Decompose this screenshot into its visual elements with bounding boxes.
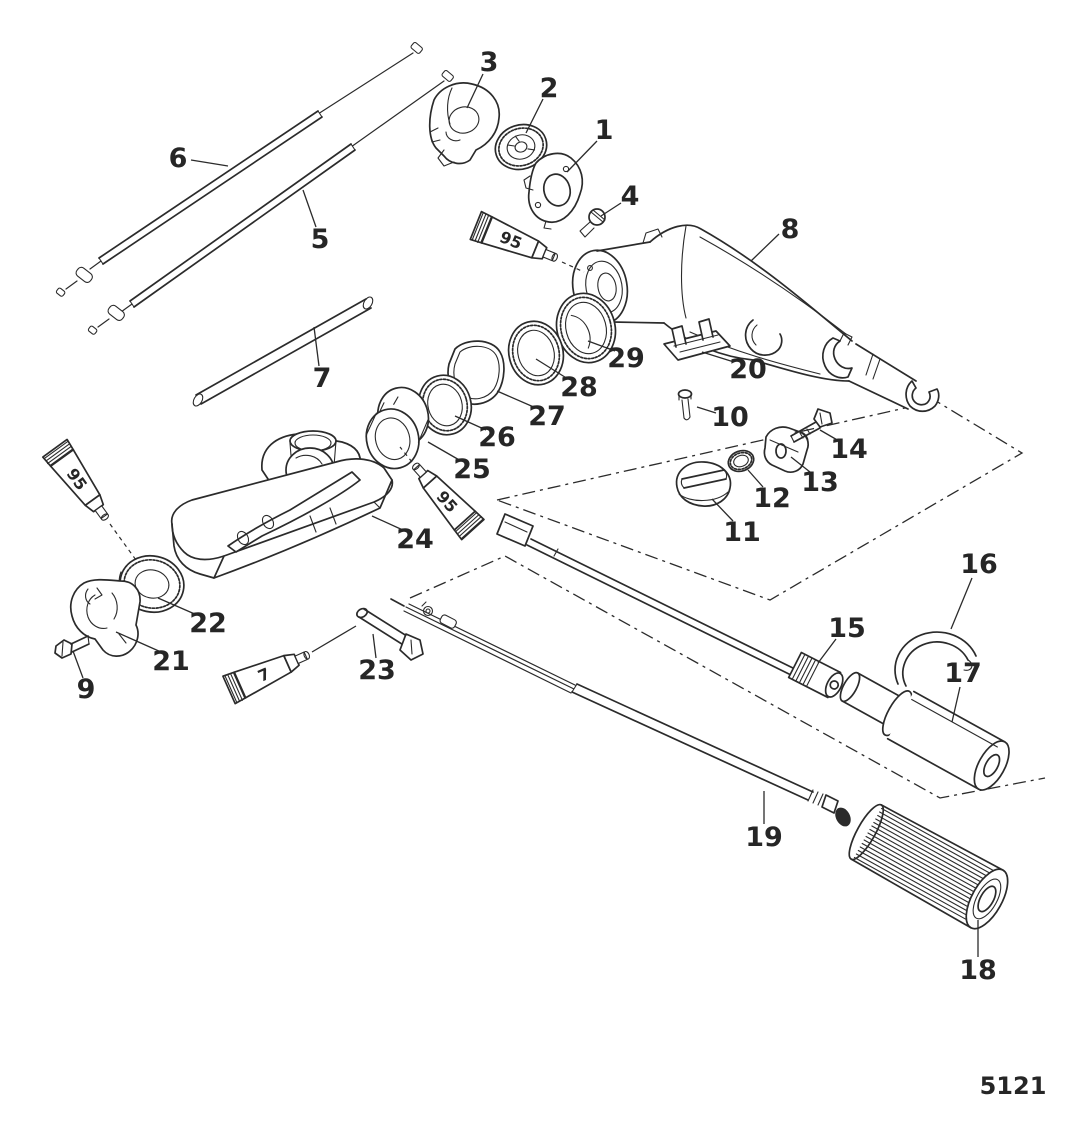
leader-3	[466, 73, 484, 109]
part-4-screw	[579, 208, 606, 238]
callout-part-22: 22	[189, 608, 227, 639]
part-15-rod	[496, 513, 844, 699]
leader-27	[496, 390, 537, 409]
part-14-bolt	[790, 408, 833, 443]
leader-13	[790, 456, 811, 473]
leader-20	[701, 351, 735, 363]
leader-9	[72, 650, 84, 679]
callout-part-19: 19	[745, 822, 783, 853]
leader-14	[819, 429, 840, 442]
part-6-cable	[55, 41, 423, 297]
callout-part-24: 24	[396, 524, 434, 555]
callout-part-26: 26	[478, 422, 516, 453]
part-21-clip-bracket	[69, 578, 141, 657]
lubricant-tube-95-left: 95	[41, 438, 137, 561]
leader-10	[696, 406, 717, 414]
leader-1	[566, 140, 598, 173]
part-17-sleeve	[839, 671, 1010, 791]
callout-part-3: 3	[480, 47, 499, 78]
leader-16	[950, 577, 973, 630]
callout-part-25: 25	[453, 454, 491, 485]
part-11-knob	[675, 461, 732, 507]
leader-25	[427, 441, 462, 462]
callout-part-17: 17	[944, 658, 982, 689]
callout-part-11: 11	[723, 517, 761, 548]
part-16-clip	[894, 631, 977, 687]
drawing-number: 5121	[980, 1072, 1047, 1100]
part-24-bracket	[170, 430, 394, 579]
leader-21	[115, 631, 162, 653]
leader-4	[600, 202, 622, 217]
lubricant-tube-7: 7	[222, 625, 357, 705]
callout-part-27: 27	[528, 401, 566, 432]
callout-part-28: 28	[560, 372, 598, 403]
part-7-tube	[192, 296, 374, 407]
leader-15	[817, 638, 837, 664]
part-5-cable	[87, 69, 454, 335]
callout-part-6: 6	[169, 143, 188, 174]
callout-part-14: 14	[830, 434, 868, 465]
callout-part-10: 10	[711, 402, 749, 433]
lubricant-tube-95-top: 95	[469, 210, 585, 273]
part-26-seal-ring	[417, 374, 473, 436]
callout-part-1: 1	[595, 115, 614, 146]
leader-23	[372, 633, 377, 659]
part-8-steering-handle	[571, 224, 940, 413]
leader-29	[587, 340, 616, 352]
leader-7	[313, 326, 320, 367]
phantom-boundary-lower	[409, 555, 1046, 799]
callout-part-12: 12	[753, 483, 791, 514]
callout-part-5: 5	[311, 224, 330, 255]
callout-part-2: 2	[540, 73, 559, 104]
leader-26	[454, 415, 487, 431]
part-10-screw	[677, 389, 693, 421]
callout-part-29: 29	[607, 343, 645, 374]
leader-2	[525, 98, 544, 134]
callout-part-21: 21	[152, 646, 190, 677]
leader-24	[371, 515, 406, 532]
callout-part-18: 18	[959, 955, 997, 986]
callout-part-4: 4	[621, 181, 640, 212]
part-3-housing	[428, 82, 501, 167]
leader-6	[190, 159, 229, 167]
leader-11	[711, 498, 734, 522]
callout-part-15: 15	[828, 613, 866, 644]
callout-part-9: 9	[77, 674, 96, 705]
part-23-bolt	[355, 607, 424, 661]
callout-part-7: 7	[313, 363, 332, 394]
phantom-boundary-upper	[494, 400, 1024, 601]
callout-labels: 1 2 3 4 5 6 7 8 9 10 11 12 13 14 15 16 1…	[77, 47, 998, 986]
leader-8	[750, 233, 780, 262]
part-9-bolt	[54, 635, 90, 659]
leader-22	[157, 597, 198, 616]
callout-part-20: 20	[729, 354, 767, 385]
leader-28	[535, 358, 569, 380]
part-2-drum-ring	[494, 123, 548, 171]
callout-part-16: 16	[960, 549, 998, 580]
part-18-grip	[848, 803, 1009, 930]
leader-12	[747, 469, 764, 488]
leader-17	[951, 686, 961, 723]
callout-part-23: 23	[358, 655, 396, 686]
part-19-shaft	[390, 598, 851, 827]
part-13-clamp-block	[763, 426, 810, 474]
leader-5	[302, 189, 317, 228]
leader-lines	[72, 73, 979, 957]
callout-part-13: 13	[801, 467, 839, 498]
part-12-ring	[727, 449, 755, 473]
callout-part-8: 8	[781, 214, 800, 245]
part-20-clamp-bracket	[663, 318, 731, 361]
